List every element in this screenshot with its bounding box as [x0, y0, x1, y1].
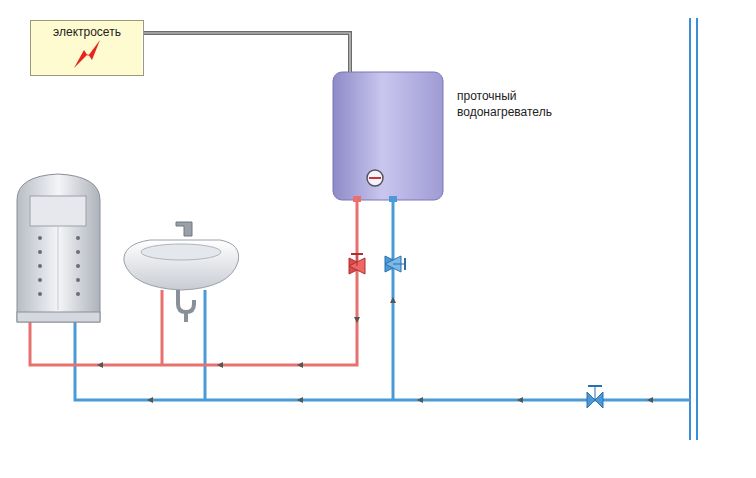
- heater-body: [333, 72, 443, 200]
- shower-jet: [76, 264, 80, 268]
- heater-dial: [367, 170, 383, 186]
- grid-box: электросеть: [30, 20, 144, 76]
- shower-jet: [38, 250, 42, 254]
- shower-jet: [38, 264, 42, 268]
- shower-jet: [38, 236, 42, 240]
- flow-arrow: [647, 397, 653, 403]
- cold-pipes: [75, 200, 690, 400]
- main-valve: [587, 386, 603, 408]
- flow-arrow: [97, 362, 103, 368]
- sink: [124, 222, 239, 322]
- flow-arrow: [217, 362, 223, 368]
- power-wire: [144, 33, 350, 72]
- hot-valve: [349, 254, 365, 274]
- flow-arrow: [517, 397, 523, 403]
- water-heater: проточный водонагреватель: [333, 72, 443, 200]
- shower-jet: [76, 292, 80, 296]
- shower-jet: [76, 236, 80, 240]
- cold-riser: [690, 18, 697, 440]
- flow-arrow: [297, 397, 303, 403]
- wire-outer: [144, 33, 350, 72]
- shower-jet: [38, 292, 42, 296]
- cold-valve: [385, 256, 405, 272]
- flow-arrow: [354, 317, 360, 323]
- wire-inner: [144, 33, 350, 72]
- lightning-symbol: [74, 40, 100, 68]
- flow-arrow: [390, 297, 396, 303]
- grid-box-fill: [30, 20, 142, 76]
- shower-jet: [76, 278, 80, 282]
- flow-arrow: [417, 397, 423, 403]
- shower-jet: [76, 250, 80, 254]
- shower-cabin: [17, 174, 100, 322]
- flow-arrow: [297, 362, 303, 368]
- heater-label: проточный водонагреватель: [457, 88, 577, 120]
- flow-arrow: [147, 397, 153, 403]
- flow-arrows: [97, 297, 653, 403]
- grid-label: электросеть: [31, 21, 143, 39]
- shower-jet: [38, 278, 42, 282]
